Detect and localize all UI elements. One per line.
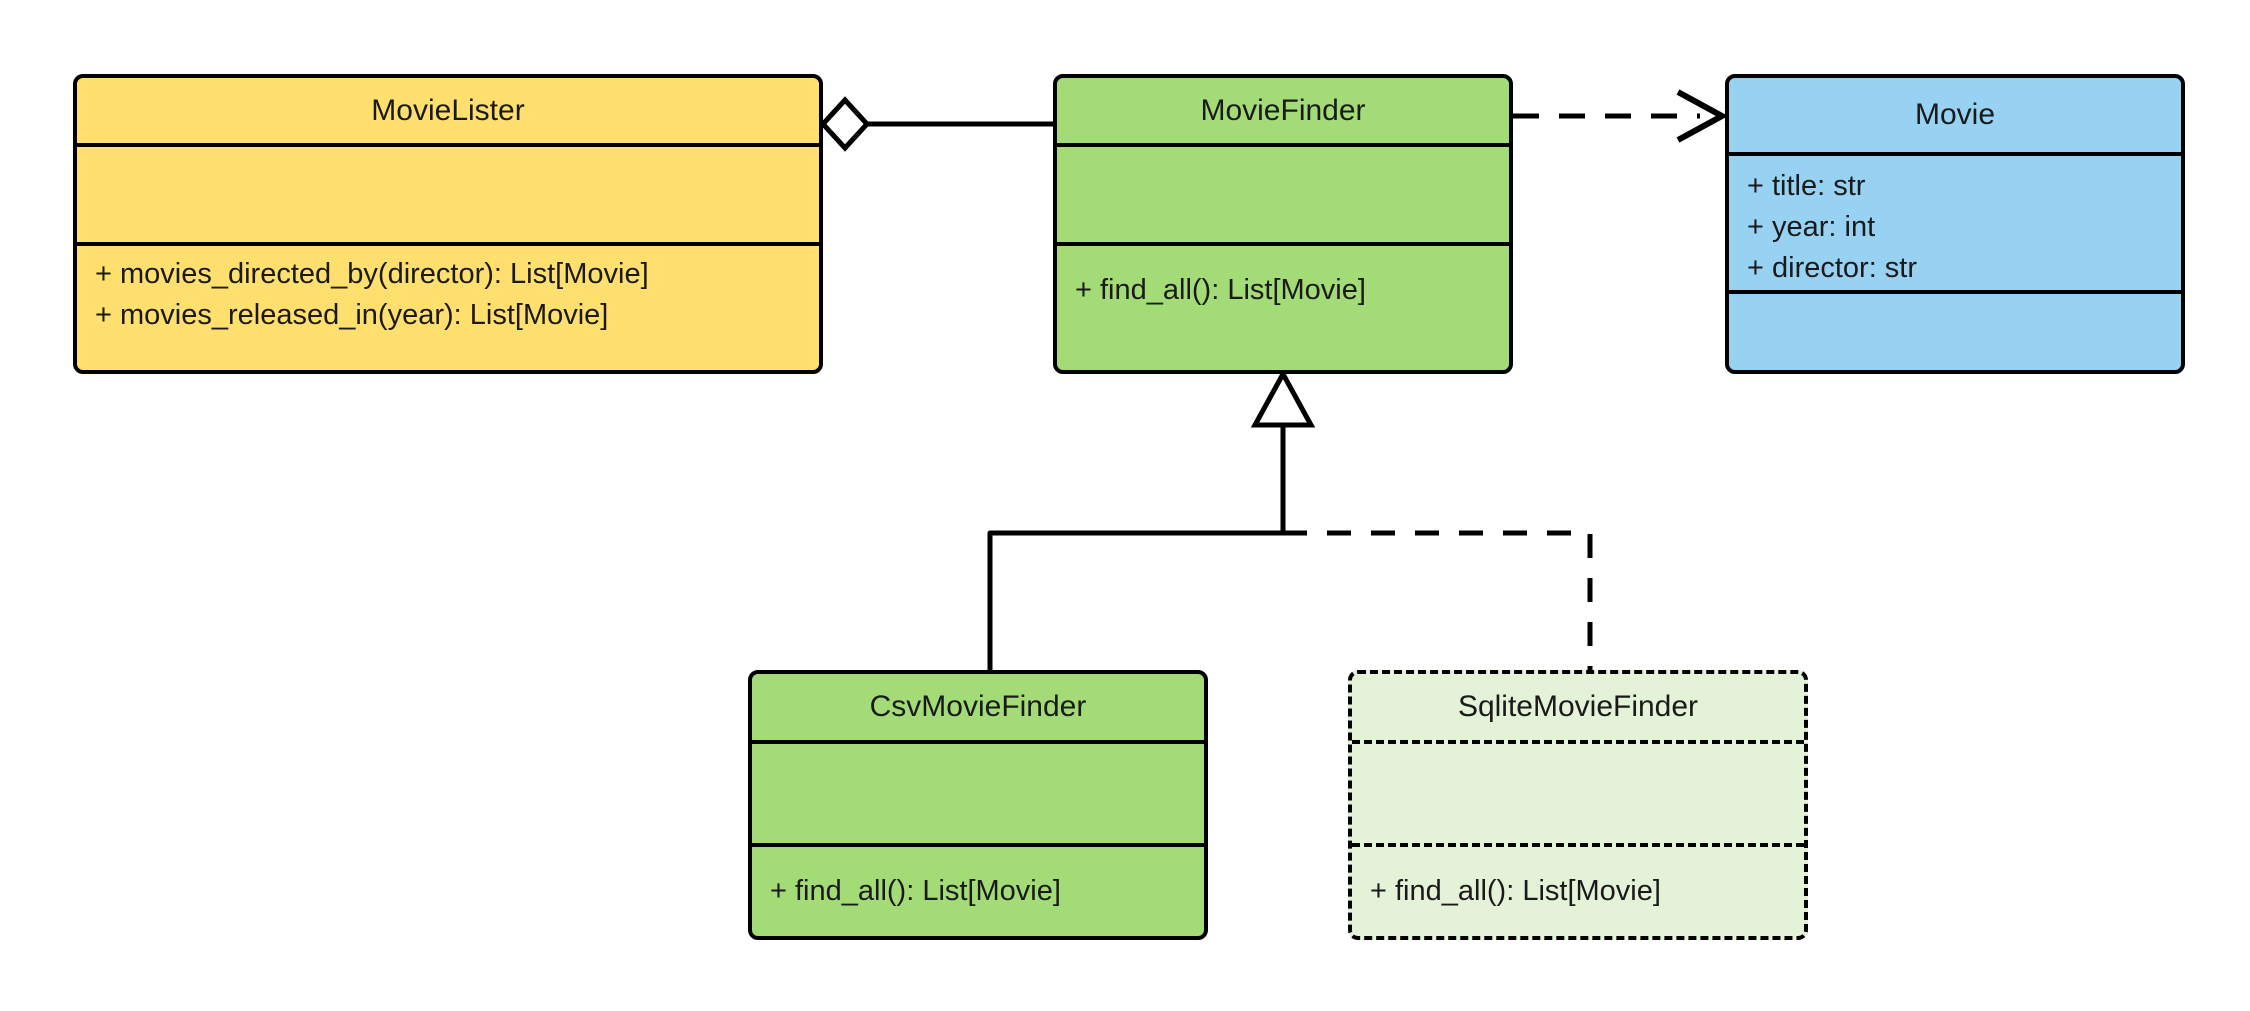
generalization-branch-csv bbox=[987, 530, 1283, 670]
class-separator bbox=[1057, 143, 1509, 147]
class-member: + year: int bbox=[1747, 211, 1876, 243]
attributes-compartment-movie-lister bbox=[77, 147, 819, 242]
relation-generalization-csv bbox=[987, 530, 1283, 670]
class-separator bbox=[752, 843, 1204, 847]
attributes-compartment-movie-finder bbox=[1057, 147, 1509, 242]
class-name-sqlite-movie-finder: SqliteMovieFinder bbox=[1457, 690, 1699, 723]
hollow-diamond-icon bbox=[819, 96, 871, 152]
class-member: + title: str bbox=[1747, 170, 1866, 202]
class-box-sqlite-movie-finder[interactable]: SqliteMovieFinder + find_all(): List[Mov… bbox=[1348, 670, 1808, 940]
class-member: + find_all(): List[Movie] bbox=[1075, 274, 1366, 306]
relation-generalization-trunk bbox=[1250, 368, 1316, 533]
attributes-compartment-csv-movie-finder bbox=[752, 744, 1204, 843]
class-separator bbox=[77, 143, 819, 147]
class-separator bbox=[1352, 843, 1804, 847]
class-name-movie-lister: MovieLister bbox=[371, 93, 525, 127]
attributes-compartment-movie: + title: str + year: int + director: str bbox=[1729, 156, 2181, 290]
class-separator bbox=[1729, 290, 2181, 294]
class-box-movie-finder[interactable]: MovieFinder + find_all(): List[Movie] bbox=[1053, 74, 1513, 374]
methods-compartment-csv-movie-finder: + find_all(): List[Movie] bbox=[752, 847, 1204, 916]
open-arrow-icon bbox=[1676, 89, 1729, 143]
methods-compartment-movie-lister: + movies_directed_by(director): List[Mov… bbox=[77, 246, 819, 340]
class-name-movie: Movie bbox=[1914, 98, 1996, 131]
attributes-compartment-sqlite-movie-finder bbox=[1352, 744, 1804, 843]
class-name-csv-movie-finder: CsvMovieFinder bbox=[869, 690, 1087, 723]
class-member: + find_all(): List[Movie] bbox=[770, 875, 1061, 907]
relation-dependency-finder-movie bbox=[1513, 89, 1729, 143]
relation-aggregation-lister-finder bbox=[819, 96, 1053, 152]
class-member: + find_all(): List[Movie] bbox=[1370, 875, 1661, 907]
class-member: + movies_released_in(year): List[Movie] bbox=[95, 299, 609, 331]
methods-compartment-movie-finder: + find_all(): List[Movie] bbox=[1057, 246, 1509, 315]
class-separator bbox=[752, 740, 1204, 744]
relation-generalization-sqlite bbox=[1283, 530, 1593, 670]
class-name-movie-finder: MovieFinder bbox=[1200, 93, 1366, 127]
class-box-csv-movie-finder[interactable]: CsvMovieFinder + find_all(): List[Movie] bbox=[748, 670, 1208, 940]
class-separator bbox=[1729, 152, 2181, 156]
class-member: + movies_directed_by(director): List[Mov… bbox=[95, 258, 649, 290]
methods-compartment-sqlite-movie-finder: + find_all(): List[Movie] bbox=[1352, 847, 1804, 916]
class-box-movie[interactable]: Movie + title: str + year: int + directo… bbox=[1725, 74, 2185, 374]
class-box-movie-lister[interactable]: MovieLister + movies_directed_by(directo… bbox=[73, 74, 823, 374]
hollow-triangle-icon bbox=[1250, 368, 1316, 428]
class-separator bbox=[77, 242, 819, 246]
class-separator bbox=[1057, 242, 1509, 246]
generalization-branch-sqlite bbox=[1283, 530, 1593, 670]
class-member: + director: str bbox=[1747, 252, 1918, 284]
class-separator bbox=[1352, 740, 1804, 744]
